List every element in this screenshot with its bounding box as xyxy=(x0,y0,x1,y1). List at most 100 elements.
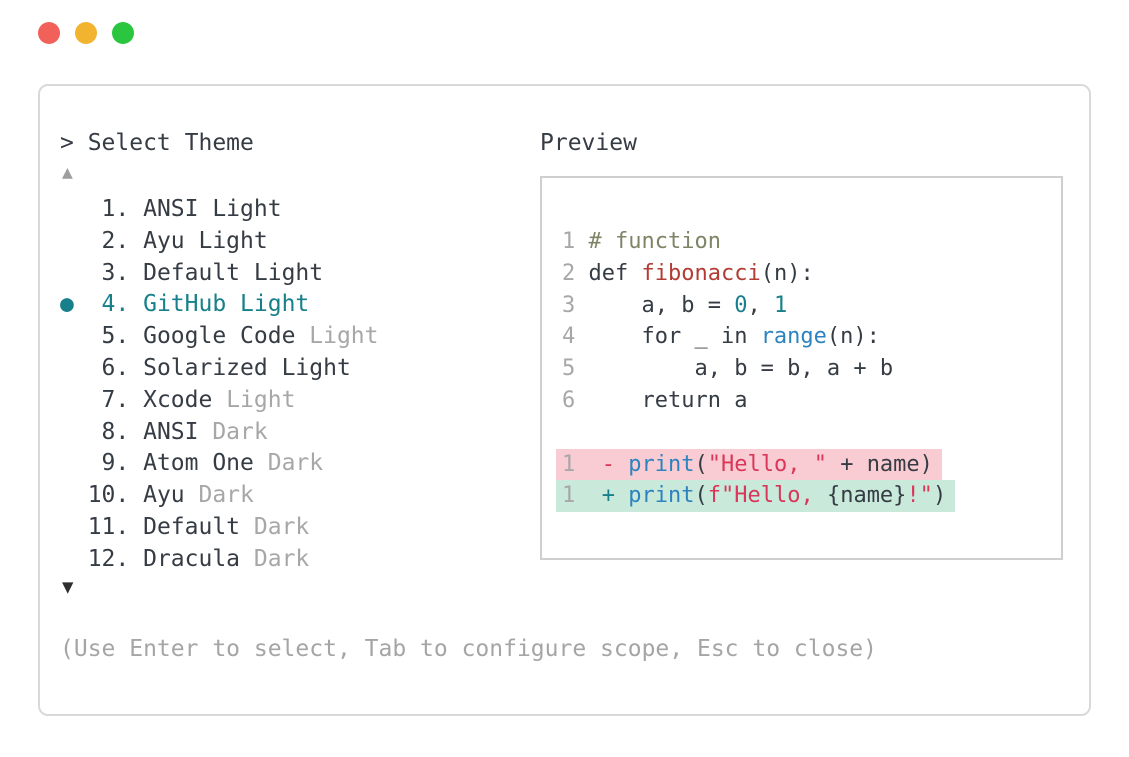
traffic-light-bar xyxy=(38,22,134,44)
line-number: 1 xyxy=(562,483,589,509)
close-button[interactable] xyxy=(38,22,60,44)
dot-placeholder xyxy=(60,450,88,476)
theme-item-8[interactable]: 8. ANSI Dark xyxy=(60,417,379,449)
code-line: 1 # function xyxy=(562,226,1061,258)
theme-number: 9. xyxy=(87,450,144,477)
code-token: a, b = b, a + b xyxy=(588,356,894,382)
code-token: (n): xyxy=(826,324,880,350)
line-number: 1 xyxy=(562,451,589,477)
code-token: ( xyxy=(694,451,708,477)
code-line: 5 a, b = b, a + b xyxy=(562,353,1061,385)
theme-item-5[interactable]: 5. Google Code Light xyxy=(60,321,379,353)
code-token: ( xyxy=(694,483,708,509)
code-line: 2 def fibonacci(n): xyxy=(562,258,1061,290)
code-line: 4 for _ in range(n): xyxy=(562,321,1061,353)
theme-name: Ayu Light xyxy=(143,227,268,254)
diff-added-line: 1 + print(f"Hello, {name}!") xyxy=(556,480,1061,513)
theme-name: Default Light xyxy=(143,259,324,286)
code-token: for _ in xyxy=(588,324,761,350)
code-line xyxy=(562,417,1061,449)
theme-item-4[interactable]: ● 4. GitHub Light xyxy=(60,289,379,321)
theme-variant: Light xyxy=(212,386,296,413)
theme-name: Default xyxy=(143,513,241,540)
theme-number: 11. xyxy=(87,513,144,540)
maximize-button[interactable] xyxy=(112,22,134,44)
theme-item-3[interactable]: 3. Default Light xyxy=(60,258,379,290)
code-token: !" xyxy=(906,483,933,509)
dot-placeholder xyxy=(60,228,88,254)
code-line: 6 return a xyxy=(562,385,1061,417)
dot-placeholder xyxy=(60,260,88,286)
theme-item-11[interactable]: 11. Default Dark xyxy=(60,512,379,544)
theme-item-10[interactable]: 10. Ayu Dark xyxy=(60,480,379,512)
code-token: range xyxy=(760,324,827,350)
selection-dot-icon: ● xyxy=(60,291,88,318)
theme-item-9[interactable]: 9. Atom One Dark xyxy=(60,448,379,480)
line-number: 6 xyxy=(562,387,589,413)
theme-item-6[interactable]: 6. Solarized Light xyxy=(60,353,379,385)
code-token: , xyxy=(747,292,774,318)
theme-variant: Light xyxy=(295,323,379,350)
theme-item-1[interactable]: 1. ANSI Light xyxy=(60,194,379,226)
theme-variant: Dark xyxy=(253,450,324,477)
theme-number: 4. xyxy=(87,291,144,318)
code-token: fibonacci xyxy=(641,260,761,286)
code-token: print xyxy=(628,483,695,509)
line-number: 2 xyxy=(562,260,589,286)
dot-placeholder xyxy=(60,514,88,540)
theme-name: GitHub Light xyxy=(143,291,310,318)
code-token: f"Hello, xyxy=(707,483,827,509)
theme-name: Xcode xyxy=(143,386,213,413)
theme-item-7[interactable]: 7. Xcode Light xyxy=(60,385,379,417)
line-number: 3 xyxy=(562,292,589,318)
theme-name: Google Code xyxy=(143,323,296,350)
theme-variant: Dark xyxy=(198,418,268,445)
theme-variant: Dark xyxy=(240,545,310,572)
theme-selector-window: > Select Theme ▲ 1. ANSI Light 2. Ayu Li… xyxy=(38,84,1091,716)
dot-placeholder xyxy=(60,419,88,445)
dot-placeholder xyxy=(60,546,88,572)
code-token: def xyxy=(588,260,642,286)
dot-placeholder xyxy=(60,196,88,222)
code-token: a, b = xyxy=(588,292,735,318)
dot-placeholder xyxy=(60,387,88,413)
theme-number: 7. xyxy=(87,386,144,413)
theme-number: 3. xyxy=(87,259,144,286)
line-number: 4 xyxy=(562,324,589,350)
code-token: - xyxy=(588,451,629,477)
theme-number: 5. xyxy=(87,323,144,350)
dot-placeholder xyxy=(60,355,88,381)
scroll-down-icon[interactable]: ▼ xyxy=(62,576,74,598)
keyboard-hint-text: (Use Enter to select, Tab to configure s… xyxy=(60,636,877,662)
theme-variant: Dark xyxy=(240,513,310,540)
theme-name: Dracula xyxy=(143,545,241,572)
theme-number: 12. xyxy=(87,545,144,572)
theme-name: Atom One xyxy=(143,450,254,477)
theme-number: 2. xyxy=(87,227,144,254)
code-token: 0 xyxy=(734,292,748,318)
code-line: 3 a, b = 0, 1 xyxy=(562,290,1061,322)
theme-name: ANSI Light xyxy=(143,196,282,222)
code-token: 1 xyxy=(773,292,788,318)
theme-number: 10. xyxy=(87,482,144,509)
code-token: + xyxy=(588,483,629,509)
theme-item-12[interactable]: 12. Dracula Dark xyxy=(60,544,379,576)
theme-number: 8. xyxy=(87,418,144,445)
scroll-up-icon[interactable]: ▲ xyxy=(62,162,73,183)
code-token: + name) xyxy=(826,451,933,477)
code-token: "Hello, " xyxy=(707,451,827,477)
minimize-button[interactable] xyxy=(75,22,97,44)
dot-placeholder xyxy=(60,323,88,349)
code-token: return a xyxy=(588,387,748,413)
theme-list: 1. ANSI Light 2. Ayu Light 3. Default Li… xyxy=(60,194,379,576)
theme-variant: Dark xyxy=(184,482,254,509)
diff-removed-line: 1 - print("Hello, " + name) xyxy=(556,448,1061,481)
code-token: {name} xyxy=(826,483,907,509)
theme-name: Solarized Light xyxy=(143,354,351,381)
line-number: 1 xyxy=(562,229,589,254)
theme-item-2[interactable]: 2. Ayu Light xyxy=(60,226,379,258)
dot-placeholder xyxy=(60,482,88,508)
